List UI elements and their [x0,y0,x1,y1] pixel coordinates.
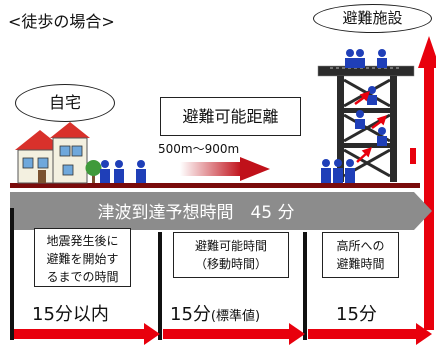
segment-2-time: 15分(標準値) [170,300,260,326]
person-icon [355,86,387,146]
tsunami-banner-arrow [10,192,432,230]
segment-1-desc-line: 避難を開始す [46,252,119,266]
segment-divider [10,208,307,340]
evac-distance-label: 避難可能距離 [160,97,301,136]
segment-1-time-value: 15分以内 [32,304,109,325]
shelter-label: 避難施設 [313,4,432,33]
segment-3-desc-line: 避難時間 [336,257,385,271]
segment-1-time: 15分以内 [32,300,109,326]
person-icon [100,160,146,183]
segment-2-time-value: 15分 [170,304,211,325]
segment-3-time: 15分 [336,300,377,326]
segment-3-time-value: 15分 [336,304,377,325]
page-title: <徒歩の場合> [8,12,115,31]
segment-2-desc-line: 避難可能時間 [194,239,267,253]
tsunami-arrival-banner: 津波到達予想時間 45 分 [97,203,295,223]
rise-arrow [418,36,436,330]
segment-3-desc: 高所への 避難時間 [322,232,399,278]
segment-2-time-note: (標準値) [210,309,261,324]
segment-arrow [14,323,432,345]
segment-2-desc-line: （移動時間） [194,257,267,271]
tree-icon [85,160,102,183]
segment-1-desc-line: 地震発生後に [46,234,119,248]
distance-arrow [180,157,270,181]
ground-line [10,183,420,188]
segment-2-desc: 避難可能時間 （移動時間） [173,232,289,278]
segment-1-desc: 地震発生後に 避難を開始す るまでの時間 [34,228,131,287]
person-icon [321,159,355,183]
home-label: 自宅 [15,84,115,122]
house-icon [15,122,90,184]
tower-side-mark [410,148,416,164]
person-icon [345,49,387,68]
climb-arrow [354,91,387,163]
segment-1-desc-line: るまでの時間 [46,270,119,284]
evac-distance-range: 500m～900m [158,142,240,156]
evacuation-tower-icon [317,65,415,182]
segment-3-desc-line: 高所への [336,239,385,253]
